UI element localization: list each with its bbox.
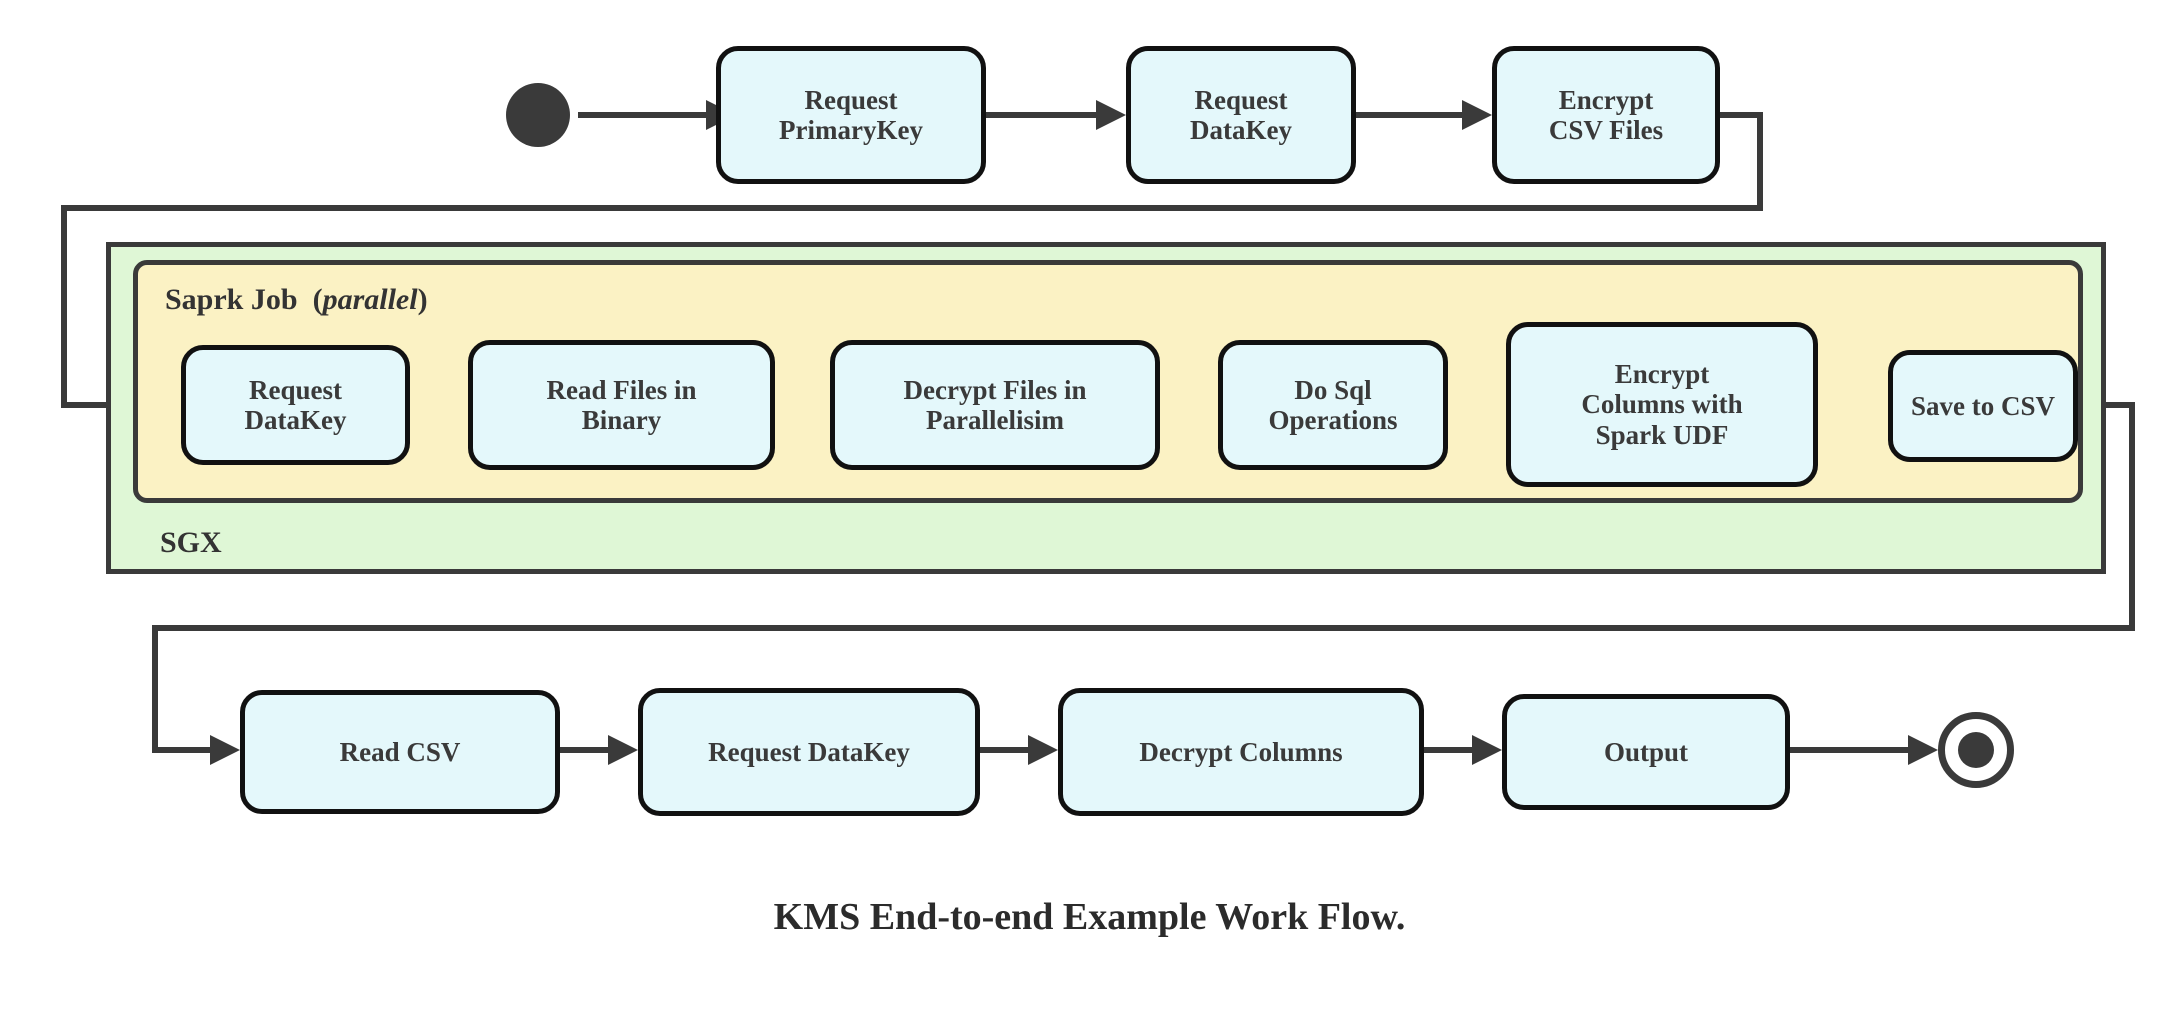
node-decrypt-files-in-parallelisim[interactable]: Decrypt Files in Parallelisim [830,340,1160,470]
end-node-inner-dot [1958,732,1994,768]
node-encrypt-csv-files[interactable]: Encrypt CSV Files [1492,46,1720,184]
container-spark-job-label: Saprk Job (parallel) [165,285,428,315]
arrowhead-datakey-to-encrypt-csv [1462,100,1492,130]
spark-job-paren-close: ) [417,283,428,316]
node-read-csv[interactable]: Read CSV [240,690,560,814]
container-sgx-label: SGX [160,526,222,559]
node-request-primarykey[interactable]: Request PrimaryKey [716,46,986,184]
node-do-sql-operations[interactable]: Do Sql Operations [1218,340,1448,470]
node-decrypt-columns[interactable]: Decrypt Columns [1058,688,1424,816]
node-save-to-csv[interactable]: Save to CSV [1888,350,2078,462]
node-encrypt-columns-with-spark-udf[interactable]: Encrypt Columns with Spark UDF [1506,322,1818,487]
arrowhead-save-csv-to-read-csv [210,735,240,765]
arrowhead-output-to-end [1908,735,1938,765]
arrowhead-primarykey-to-datakey [1096,100,1126,130]
node-read-files-in-binary[interactable]: Read Files in Binary [468,340,775,470]
arrowhead-request-datakey-to-decrypt-columns [1028,735,1058,765]
node-request-datakey-top[interactable]: Request DataKey [1126,46,1356,184]
node-request-datakey-spark[interactable]: Request DataKey [181,345,410,465]
arrowhead-read-csv-to-request-datakey [608,735,638,765]
spark-job-label-main: Saprk Job [165,283,298,316]
start-node-icon [506,83,570,147]
end-node-icon [1938,712,2014,788]
spark-job-paren-open: ( [312,283,323,316]
node-output[interactable]: Output [1502,694,1790,810]
arrowhead-decrypt-columns-to-output [1472,735,1502,765]
diagram-caption: KMS End-to-end Example Work Flow. [773,896,1406,938]
spark-job-paren-italic: parallel [322,283,418,316]
node-request-datakey-bottom[interactable]: Request DataKey [638,688,980,816]
